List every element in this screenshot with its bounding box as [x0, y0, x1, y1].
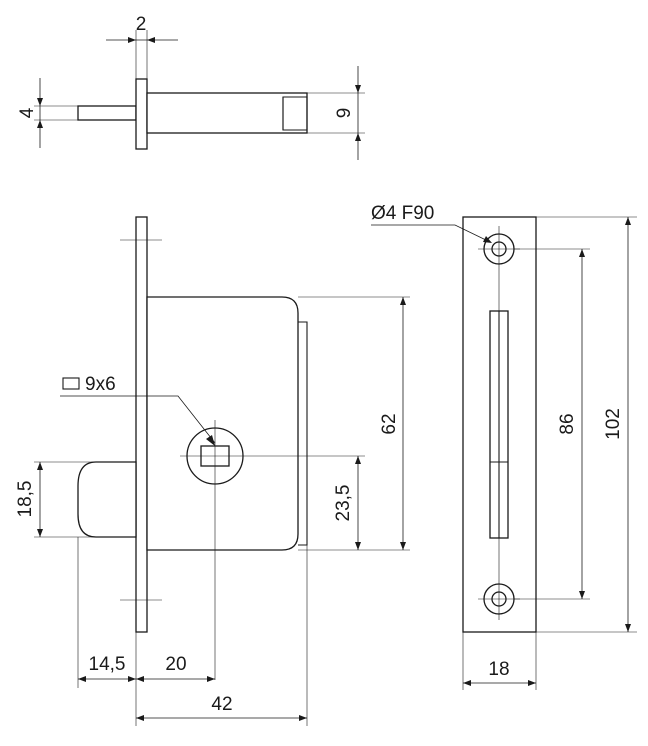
latch-bolt — [77, 461, 137, 538]
dim-latch-projection: 14,5 — [89, 654, 126, 675]
dim-body-depth: 42 — [211, 694, 232, 715]
dim-latch-height: 18,5 — [15, 481, 36, 518]
front-view: 9x6 62 23,5 18,5 14,5 20 — [15, 216, 410, 726]
lock-case — [146, 296, 299, 551]
dim-backset: 20 — [165, 654, 186, 675]
bolt-shaft — [77, 105, 137, 121]
dim-flange-thickness: 2 — [136, 14, 147, 35]
bolt-body — [146, 92, 308, 134]
faceplate-side — [135, 216, 148, 633]
dim-bolt-small: 4 — [17, 107, 38, 118]
dim-plate-width: 18 — [488, 659, 509, 680]
dim-hole-spacing: 86 — [557, 413, 578, 434]
dim-spindle: 9x6 — [85, 374, 116, 395]
square-symbol-icon — [62, 377, 80, 390]
bolt-flange — [135, 78, 148, 150]
dim-bolt-large: 9 — [334, 108, 355, 119]
dim-hole-note: Ø4 F90 — [371, 203, 434, 224]
top-view: 2 4 9 — [17, 14, 365, 160]
dim-plate-height: 102 — [603, 408, 624, 440]
dim-spindle-offset: 23,5 — [333, 485, 354, 522]
side-view: Ø4 F90 86 102 18 — [371, 203, 637, 690]
dim-body-height: 62 — [379, 413, 400, 434]
lock-case-back — [298, 321, 308, 546]
